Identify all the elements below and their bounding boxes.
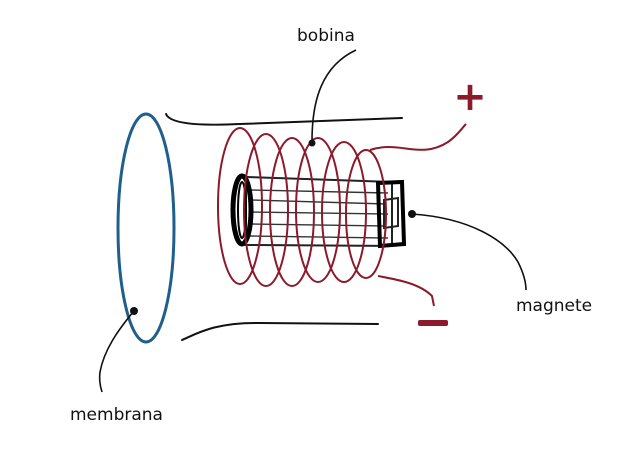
coil-leader-line — [311, 49, 357, 142]
membrane-ellipse — [116, 112, 176, 344]
housing-top-line — [165, 113, 403, 126]
coil-label: bobina — [297, 26, 355, 46]
negative-terminal — [418, 320, 448, 326]
membrane-leader-dot — [130, 307, 138, 315]
coil — [217, 127, 387, 287]
membrane-label: membrana — [70, 405, 163, 425]
coil-lead-negative — [377, 275, 435, 307]
positive-terminal: + — [453, 74, 487, 120]
housing-bottom-line — [181, 321, 379, 341]
magnet — [230, 173, 416, 249]
magnet-label: magnete — [516, 296, 593, 316]
membrane-leader-line — [98, 310, 135, 393]
magnet-leader-line — [411, 213, 527, 291]
coil-lead-positive — [369, 123, 467, 151]
coil-leader-dot — [308, 139, 316, 147]
